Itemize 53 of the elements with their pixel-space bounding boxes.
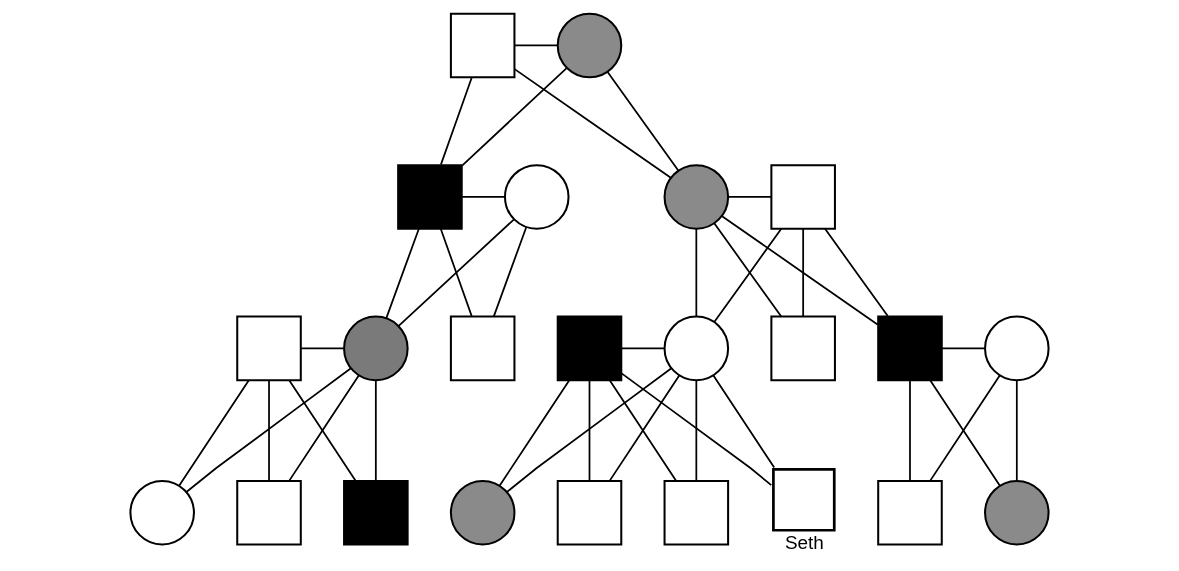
connector (185, 367, 352, 493)
connector (909, 379, 911, 482)
connector (374, 379, 377, 482)
node-box (556, 315, 623, 382)
connector (588, 379, 591, 482)
connector (385, 227, 420, 319)
node-label: Seth (784, 532, 824, 554)
connector (712, 374, 776, 469)
connector (299, 347, 345, 350)
connector (178, 379, 250, 487)
connector (398, 218, 515, 327)
connector (1015, 379, 1018, 482)
connector (513, 68, 672, 179)
connector (513, 44, 559, 47)
node-box (236, 479, 302, 546)
node-circle (663, 315, 730, 382)
node-circle (129, 479, 195, 546)
connector (606, 71, 679, 172)
node-circle (984, 315, 1050, 382)
connector (620, 347, 666, 350)
connector (695, 379, 698, 482)
node-circle (663, 164, 730, 230)
node-circle (343, 315, 409, 382)
node-box (877, 479, 943, 546)
node-box (343, 479, 409, 546)
node-box (397, 164, 463, 230)
node-box (556, 479, 623, 546)
connector (460, 196, 506, 198)
node-circle (503, 164, 570, 230)
connector (440, 76, 473, 166)
node-box (449, 315, 516, 382)
node-box (770, 164, 836, 230)
connector (439, 227, 473, 317)
connector (506, 367, 673, 493)
node-box (663, 479, 730, 546)
node-box (877, 315, 943, 382)
connector (940, 347, 986, 350)
connector (824, 227, 889, 317)
connector (727, 196, 773, 198)
node-box (236, 315, 302, 382)
connector (498, 379, 571, 487)
connector (695, 227, 698, 317)
connector (620, 372, 773, 487)
node-circle (556, 12, 623, 79)
node-circle (449, 479, 516, 546)
connector (802, 227, 805, 317)
node-box (449, 12, 516, 79)
connector (461, 67, 568, 167)
connector (492, 226, 528, 318)
connector (721, 215, 879, 326)
connector (268, 379, 270, 482)
node-circle (984, 479, 1050, 546)
node-box (770, 315, 836, 382)
